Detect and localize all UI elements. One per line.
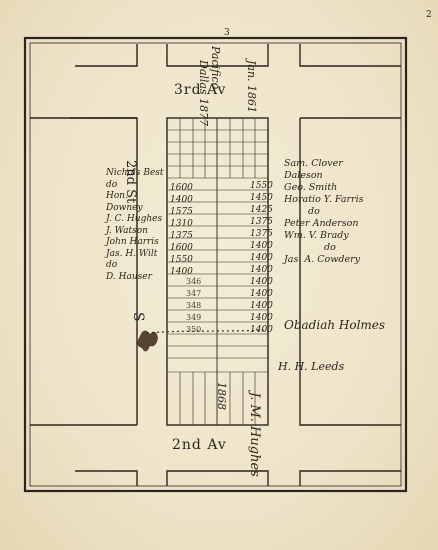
- right-price: 1400: [250, 241, 273, 251]
- left-price: 1400: [170, 195, 193, 205]
- lot-number: 347: [186, 289, 202, 298]
- right-price-list: 1550 1450 1425 1375 1375 1400 1400 1400 …: [250, 180, 273, 336]
- outer-border: [23, 36, 408, 493]
- corner-mark: 2: [426, 10, 432, 20]
- left-owner: do: [106, 260, 118, 270]
- left-owner: Jas. H. Wilt: [106, 248, 158, 259]
- dotted-survey-line: [146, 329, 269, 334]
- lot-number: 346: [186, 277, 202, 286]
- right-price: 1400: [250, 325, 273, 335]
- central-block: [166, 117, 269, 426]
- right-price: 1400: [250, 313, 273, 323]
- right-price: 1400: [250, 301, 273, 311]
- right-price: 1375: [250, 229, 273, 239]
- left-owner: J. C. Hughes: [106, 214, 163, 224]
- right-owner: Horatio Y. Farris: [284, 194, 364, 205]
- left-price: 1550: [170, 255, 193, 265]
- street-label-bottom: 2nd Av: [172, 437, 227, 453]
- lot-number: 349: [186, 313, 202, 322]
- left-owner: D. Hauser: [106, 271, 152, 282]
- right-price: 1450: [250, 193, 273, 203]
- right-owner: Jas. A. Cowdery: [284, 254, 361, 265]
- right-owner: do: [324, 242, 336, 253]
- street-label-center: S: [130, 312, 146, 322]
- right-owner: do: [308, 206, 320, 217]
- right-owner: Sam. Clover: [284, 158, 343, 169]
- lot-number: 350: [186, 325, 202, 334]
- right-owner: Daleson: [284, 170, 323, 181]
- left-price-list: 1600 1400 1575 1310 1375 1600 1550 1400: [170, 182, 193, 278]
- left-price: 1375: [170, 231, 193, 241]
- top-note-2: Pacifico: [209, 46, 222, 90]
- lot-number-list: 346 347 348 349 350: [186, 276, 201, 336]
- left-price: 1600: [170, 183, 193, 193]
- inner-border: [29, 42, 402, 487]
- top-blocks: [30, 44, 401, 426]
- left-owner: do: [106, 179, 118, 190]
- left-owner: J. Watson: [106, 225, 148, 236]
- top-note-1: Jan. 1861: [245, 60, 258, 114]
- page-number: 3: [224, 28, 230, 38]
- left-price: 1575: [170, 207, 193, 217]
- right-price: 1400: [250, 277, 273, 287]
- left-owner-list: Nichols Best do Hon. Downey J. C. Hughes…: [106, 168, 166, 283]
- right-owner: Geo. Smith: [284, 182, 338, 193]
- right-price: 1400: [250, 265, 273, 275]
- left-price: 1310: [170, 219, 193, 229]
- street-label-top: 3rd Av: [174, 82, 227, 98]
- right-owner: Wm. V. Brady: [284, 230, 349, 241]
- right-owner-holmes: Obadiah Holmes: [284, 318, 386, 332]
- bottom-blocks: [75, 470, 401, 486]
- right-owner-list: Sam. Clover Daleson Geo. Smith Horatio Y…: [284, 158, 424, 266]
- right-price: 1550: [250, 181, 273, 191]
- top-note-3: Dallas 1877: [197, 60, 210, 127]
- left-price: 1600: [170, 243, 193, 253]
- bottom-note-2: J. M. Hughes: [247, 392, 262, 477]
- left-owner: Hon. Downey: [106, 191, 143, 213]
- left-owner: Nichols Best: [106, 168, 164, 178]
- bottom-note-1: 1868: [215, 382, 228, 410]
- right-price: 1400: [250, 253, 273, 263]
- lot-number: 348: [186, 301, 202, 310]
- left-owner: John Harris: [106, 237, 159, 247]
- right-owner: Peter Anderson: [284, 218, 359, 229]
- left-price: 1400: [170, 267, 193, 277]
- ink-blot: [137, 330, 158, 352]
- right-owner-leeds: H. H. Leeds: [278, 360, 345, 373]
- right-price: 1425: [250, 205, 273, 215]
- right-price: 1375: [250, 217, 273, 227]
- right-price: 1400: [250, 289, 273, 299]
